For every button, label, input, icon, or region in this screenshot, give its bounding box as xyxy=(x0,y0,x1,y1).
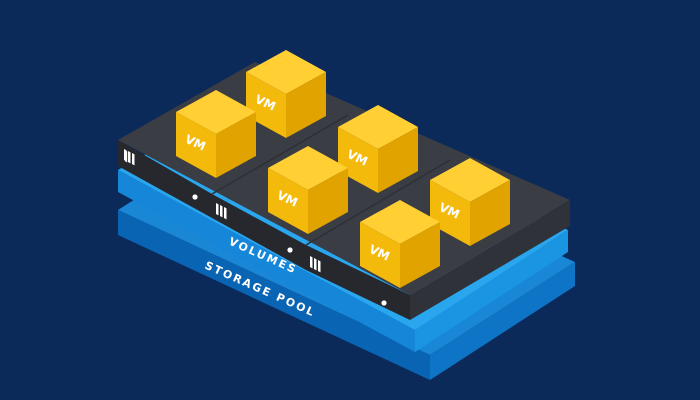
server-2-led-icon xyxy=(287,247,293,253)
server-3-front xyxy=(306,245,410,320)
server-2-front xyxy=(212,194,306,270)
vm-cube-2: VM xyxy=(176,90,256,178)
vm-cube-1: VM xyxy=(246,50,326,138)
server-1-bars-icon xyxy=(124,149,135,166)
vm-cube-4: VM xyxy=(268,146,348,234)
server-1-front xyxy=(118,140,212,218)
server-3-bars-icon xyxy=(310,256,321,273)
server-1-led-icon xyxy=(192,194,198,200)
server-2-bars-icon xyxy=(216,203,227,220)
server-3-led-icon xyxy=(381,300,387,306)
vm-cube-6: VM xyxy=(360,200,440,288)
